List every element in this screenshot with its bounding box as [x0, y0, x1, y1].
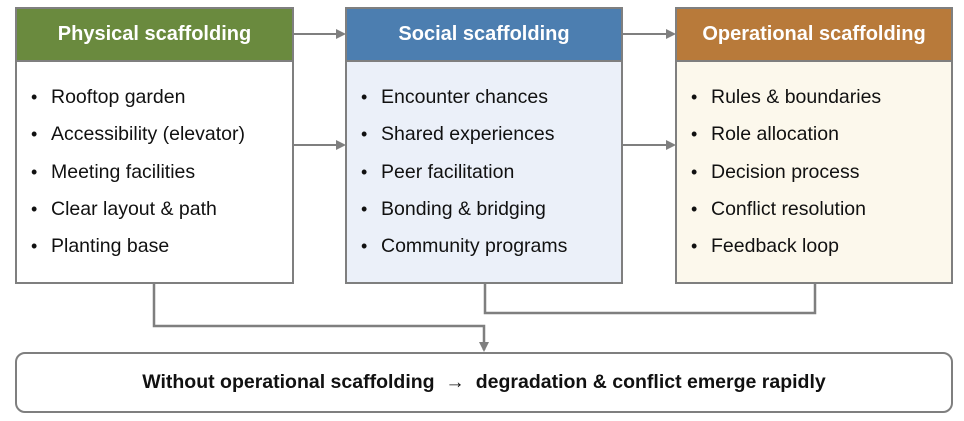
- bullet-icon: •: [691, 236, 698, 257]
- item-label: Accessibility (elevator): [51, 123, 245, 146]
- list-item: • Shared experiences: [361, 122, 621, 159]
- item-label: Role allocation: [711, 123, 839, 146]
- item-label: Bonding & bridging: [381, 197, 546, 220]
- bullet-icon: •: [361, 236, 368, 257]
- list-item: • Role allocation: [691, 122, 951, 159]
- list-item: • Accessibility (elevator): [31, 122, 292, 159]
- panel-title: Operational scaffolding: [677, 9, 951, 62]
- bullet-icon: •: [31, 124, 38, 145]
- panel-title: Social scaffolding: [347, 9, 621, 62]
- bullet-icon: •: [361, 124, 368, 145]
- physical-scaffolding-panel: Physical scaffolding • Rooftop garden • Ac…: [15, 7, 294, 284]
- bullet-icon: •: [361, 161, 368, 182]
- item-label: Rooftop garden: [51, 86, 186, 108]
- connector-social-operational-bottom: [483, 284, 817, 315]
- bullet-icon: •: [691, 124, 698, 145]
- item-label: Planting base: [51, 235, 170, 258]
- item-label: Peer facilitation: [381, 160, 515, 183]
- summary-text: Without operational scaffolding → degrad…: [142, 371, 826, 393]
- item-label: Feedback loop: [711, 235, 839, 258]
- social-scaffolding-panel: Social scaffolding • Encounter chances • S…: [345, 7, 623, 284]
- list-item: • Conflict resolution: [691, 197, 951, 234]
- bullet-icon: •: [361, 198, 368, 219]
- list-item: • Rules & boundaries: [691, 85, 951, 122]
- item-label: Shared experiences: [381, 123, 555, 146]
- item-label: Encounter chances: [381, 86, 548, 108]
- list-item: • Feedback loop: [691, 234, 951, 271]
- bullet-icon: •: [691, 198, 698, 219]
- panel-title: Physical scaffolding: [17, 9, 292, 62]
- list-item: • Community programs: [361, 234, 621, 271]
- list-item: • Rooftop garden: [31, 85, 292, 122]
- item-list: • Rules & boundaries • Role allocation • De…: [677, 85, 951, 271]
- arrow-physical-to-summary: [152, 284, 489, 352]
- list-item: • Decision process: [691, 160, 951, 197]
- item-label: Decision process: [711, 160, 860, 183]
- summary-box: Without operational scaffolding → degrad…: [15, 352, 953, 413]
- item-list: • Encounter chances • Shared experiences •…: [347, 85, 621, 271]
- list-item: • Meeting facilities: [31, 160, 292, 197]
- bullet-icon: •: [361, 87, 368, 107]
- item-list: • Rooftop garden • Accessibility (elevator…: [17, 85, 292, 271]
- bullet-icon: •: [691, 161, 698, 182]
- bullet-icon: •: [31, 87, 38, 107]
- list-item: • Clear layout & path: [31, 197, 292, 234]
- item-label: Conflict resolution: [711, 197, 866, 220]
- bullet-icon: •: [31, 198, 38, 219]
- operational-scaffolding-panel: Operational scaffolding • Rules & boundar…: [675, 7, 953, 284]
- item-label: Community programs: [381, 235, 568, 258]
- bullet-icon: •: [31, 236, 38, 257]
- bullet-icon: •: [31, 161, 38, 182]
- list-item: • Bonding & bridging: [361, 197, 621, 234]
- item-label: Clear layout & path: [51, 197, 217, 220]
- item-label: Meeting facilities: [51, 160, 196, 183]
- bullet-icon: •: [691, 87, 698, 107]
- list-item: • Encounter chances: [361, 85, 621, 122]
- item-label: Rules & boundaries: [711, 86, 882, 108]
- list-item: • Peer facilitation: [361, 160, 621, 197]
- list-item: • Planting base: [31, 234, 292, 271]
